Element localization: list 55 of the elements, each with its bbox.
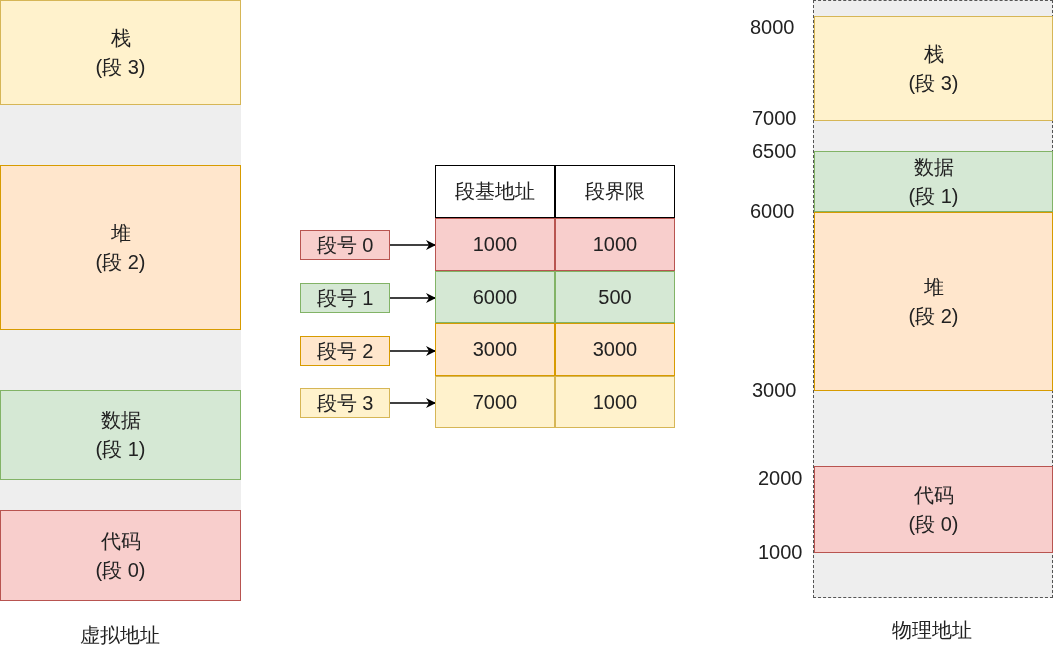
segment-name: 堆 xyxy=(923,274,944,300)
axis-caption: 物理地址 xyxy=(892,618,972,642)
address-label: 7000 xyxy=(752,106,797,130)
arrow xyxy=(389,240,436,250)
address-label: 2000 xyxy=(758,466,803,490)
table-cell: 3000 xyxy=(555,323,675,376)
table-cell: 7000 xyxy=(435,376,555,428)
arrow xyxy=(389,398,436,408)
segment-number: (段 2) xyxy=(95,249,146,275)
table-cell: 1000 xyxy=(555,376,675,428)
segment-box xyxy=(814,212,1053,391)
table-cell: 3000 xyxy=(435,323,555,376)
segment-number: (段 1) xyxy=(908,183,959,209)
gap-box xyxy=(0,480,241,510)
address-label: 3000 xyxy=(752,378,797,402)
segment-number: (段 3) xyxy=(908,70,959,96)
segment-number: (段 0) xyxy=(908,511,959,537)
segment-name: 代码 xyxy=(100,528,141,554)
address-label: 6500 xyxy=(752,139,797,163)
axis-caption: 虚拟地址 xyxy=(80,623,160,647)
address-label: 1000 xyxy=(758,540,803,564)
address-label: 6000 xyxy=(750,199,795,223)
segment-number-tag: 段号 2 xyxy=(300,336,390,366)
segment-number: (段 2) xyxy=(908,303,959,329)
segment-number-tag: 段号 0 xyxy=(300,230,390,260)
segment-box xyxy=(0,510,241,601)
segment-name: 堆 xyxy=(110,220,131,246)
arrow xyxy=(389,293,436,303)
arrow xyxy=(389,346,436,356)
segment-name: 栈 xyxy=(923,41,944,67)
segment-number: (段 3) xyxy=(95,54,146,80)
segment-box xyxy=(0,390,241,480)
segment-box xyxy=(0,165,241,330)
table-header-cell: 段基地址 xyxy=(435,165,555,218)
gap-box xyxy=(0,105,241,165)
segment-number-tag: 段号 1 xyxy=(300,283,390,313)
table-cell: 6000 xyxy=(435,271,555,323)
segment-box xyxy=(814,466,1053,553)
segment-name: 数据 xyxy=(913,154,954,180)
table-cell: 500 xyxy=(555,271,675,323)
segment-box xyxy=(814,16,1053,121)
table-header-cell: 段界限 xyxy=(555,165,675,218)
table-cell: 1000 xyxy=(555,218,675,271)
segment-box xyxy=(814,151,1053,212)
segment-box xyxy=(0,0,241,105)
segment-name: 栈 xyxy=(110,25,131,51)
segment-name: 数据 xyxy=(100,408,141,433)
address-label: 8000 xyxy=(750,15,795,39)
memory-frame xyxy=(813,0,1053,598)
segment-number: (段 1) xyxy=(95,437,146,462)
segment-number: (段 0) xyxy=(95,557,146,583)
segment-number-tag: 段号 3 xyxy=(300,388,390,418)
gap-box xyxy=(0,330,241,390)
table-cell: 1000 xyxy=(435,218,555,271)
segment-name: 代码 xyxy=(913,482,954,508)
